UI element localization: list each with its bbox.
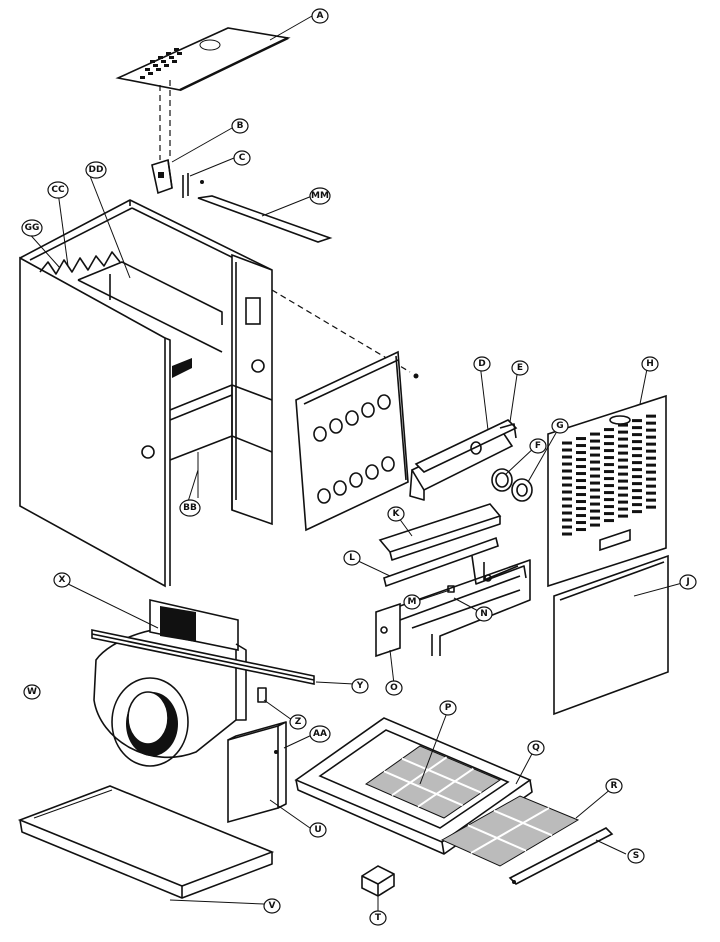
part-u-control-box — [227, 721, 287, 824]
svg-text:O: O — [390, 683, 398, 693]
callout-l: L — [343, 550, 361, 566]
callout-p: P — [439, 700, 457, 716]
callout-o: O — [385, 680, 403, 696]
svg-text:S: S — [633, 851, 639, 861]
burner-panel — [295, 350, 409, 532]
callout-m: M — [403, 594, 421, 610]
callout-aa: AA — [309, 725, 331, 743]
part-t-block — [361, 865, 395, 897]
callout-y: Y — [351, 678, 369, 694]
callout-t: T — [369, 910, 387, 926]
svg-text:CC: CC — [51, 185, 65, 195]
leader-lines — [25, 15, 687, 912]
svg-text:P: P — [445, 703, 452, 713]
callout-w: W — [23, 684, 41, 700]
part-s-rail — [508, 827, 614, 885]
callout-b: B — [231, 118, 249, 134]
svg-text:J: J — [685, 577, 689, 587]
svg-text:B: B — [237, 121, 244, 131]
callout-z: Z — [289, 714, 307, 730]
svg-text:Y: Y — [356, 681, 364, 691]
callout-bb: BB — [179, 499, 201, 517]
svg-text:MM: MM — [311, 191, 329, 201]
callout-q: Q — [527, 740, 545, 756]
callout-n: N — [475, 606, 493, 622]
svg-text:K: K — [393, 509, 401, 519]
svg-text:DD: DD — [89, 165, 104, 175]
svg-text:U: U — [314, 825, 321, 835]
callout-j: J — [679, 574, 697, 590]
svg-text:T: T — [375, 913, 382, 923]
svg-text:W: W — [27, 687, 37, 697]
svg-text:M: M — [408, 597, 417, 607]
filter-q-mesh — [440, 795, 580, 867]
svg-text:GG: GG — [25, 223, 40, 233]
callout-mm: MM — [309, 187, 331, 205]
svg-text:F: F — [535, 441, 541, 451]
svg-text:BB: BB — [183, 503, 197, 513]
part-f-ring — [491, 468, 513, 492]
upper-door-louvered — [547, 394, 667, 588]
svg-text:V: V — [269, 901, 276, 911]
part-c-clip — [182, 173, 204, 198]
callout-f: F — [529, 438, 547, 454]
lower-door — [553, 554, 669, 716]
callout-g: G — [551, 418, 569, 434]
svg-text:E: E — [517, 363, 523, 373]
part-d-e-manifold — [409, 419, 518, 501]
callout-u: U — [309, 822, 327, 838]
callout-e: E — [511, 360, 529, 376]
callout-v: V — [263, 898, 281, 914]
svg-text:Z: Z — [295, 717, 302, 727]
svg-text:C: C — [239, 153, 246, 163]
callout-gg: GG — [21, 219, 43, 237]
callout-cc: CC — [47, 181, 69, 199]
callout-a-text: A — [317, 11, 324, 21]
svg-text:R: R — [611, 781, 618, 791]
top-panel — [115, 27, 291, 92]
filter-p-mesh — [364, 745, 502, 819]
part-g-sight-glass — [511, 478, 533, 502]
svg-text:H: H — [646, 359, 654, 369]
callout-dd: DD — [85, 161, 107, 179]
callout-k: K — [387, 506, 405, 522]
svg-text:L: L — [349, 553, 355, 563]
svg-text:D: D — [478, 359, 485, 369]
part-mm-rail — [197, 195, 333, 243]
callout-s: S — [627, 848, 645, 864]
part-v-base-pan — [17, 785, 275, 899]
callout-d: D — [473, 356, 491, 372]
svg-text:X: X — [59, 575, 66, 585]
furnace-cabinet — [19, 199, 273, 588]
callout-a: A — [311, 8, 329, 24]
callout-h: H — [641, 356, 659, 372]
svg-text:AA: AA — [313, 729, 327, 739]
blower-assembly — [91, 598, 315, 767]
svg-text:G: G — [556, 421, 563, 431]
svg-text:Q: Q — [532, 743, 540, 753]
callout-r: R — [605, 778, 623, 794]
callout-c: C — [233, 150, 251, 166]
part-b-bracket — [151, 158, 173, 195]
burner-bracket-assembly — [375, 503, 531, 658]
svg-text:N: N — [480, 609, 488, 619]
callout-x: X — [53, 572, 71, 588]
